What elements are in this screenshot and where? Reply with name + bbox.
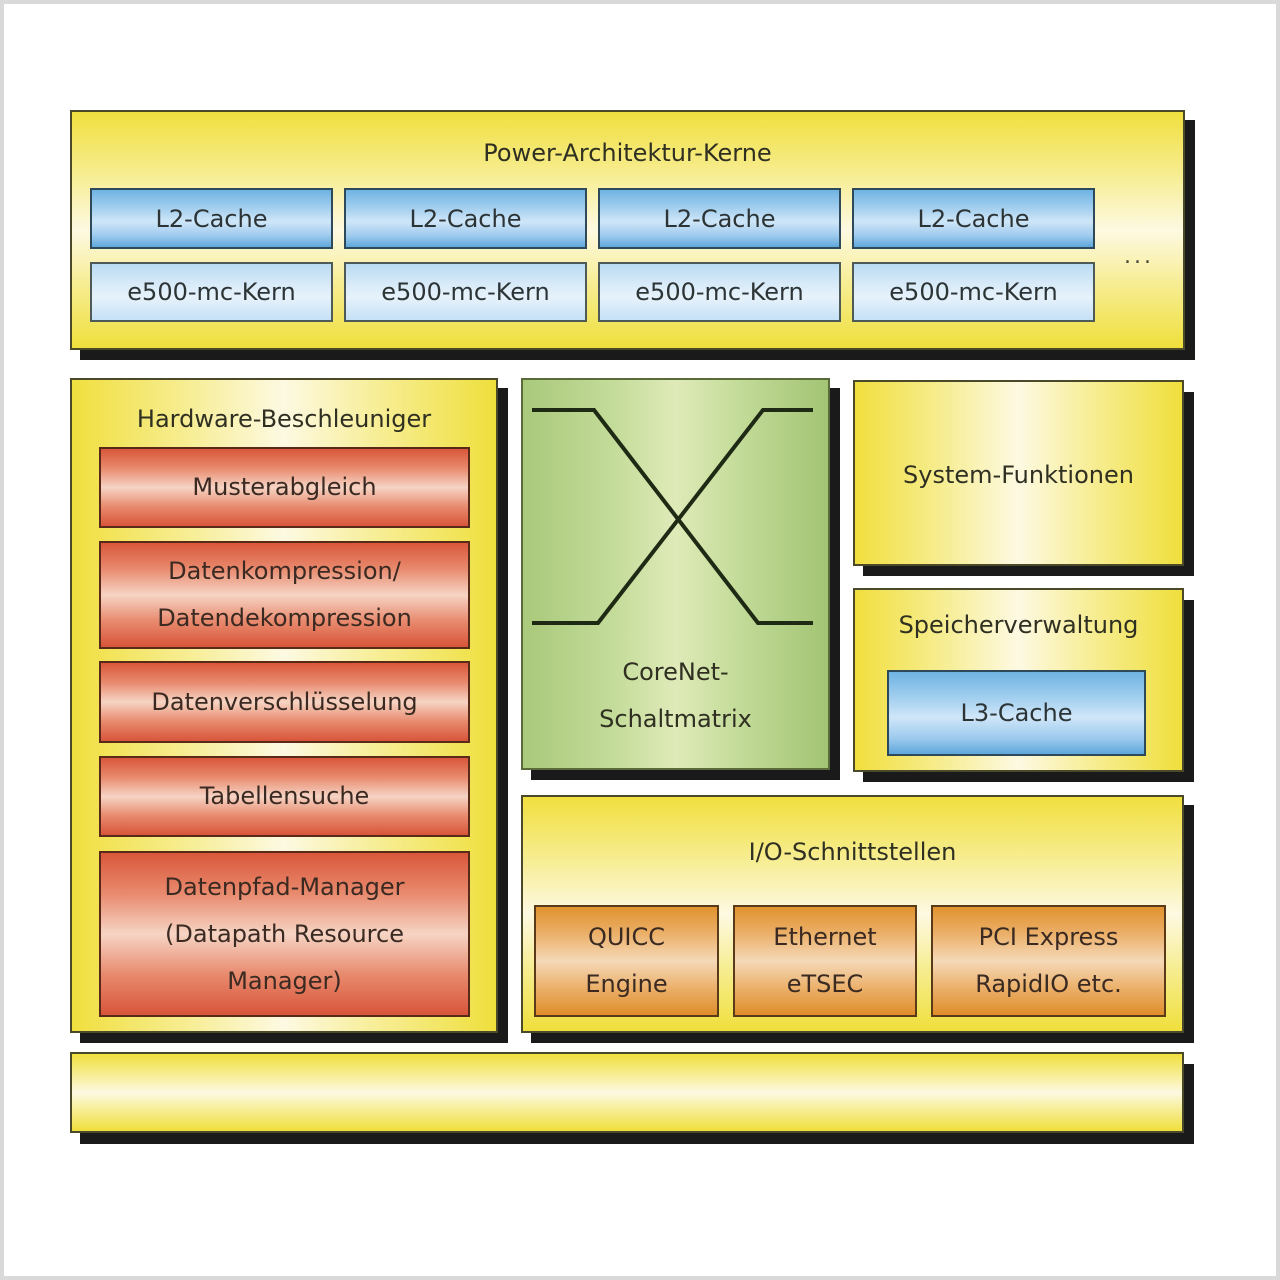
power-cores-title: Power-Architektur-Kerne [483,139,772,167]
crossbar-line-down [532,408,813,625]
ethernet-line2: eTSEC [786,970,864,998]
pci-express-line2: RapidIO etc. [975,970,1122,998]
table-lookup-label: Tabellensuche [199,782,370,810]
corenet-label-line2: Schaltmatrix [599,705,752,733]
crossbar-switch-icon [532,408,813,625]
l2-cache-2: L2-Cache [344,188,587,249]
corenet-label-line1: CoreNet- [622,658,729,686]
l2-cache-3: L2-Cache [598,188,841,249]
pattern-matching-block: Musterabgleich [99,447,470,528]
datapath-manager-block: Datenpfad-Manager (Datapath Resource Man… [99,851,470,1017]
compression-label-line2: Datendekompression [157,604,412,632]
datapath-manager-line3: Manager) [227,966,342,995]
datapath-manager-line2: (Datapath Resource [165,919,404,948]
memory-management-title: Speicherverwaltung [898,611,1139,639]
l3-cache-block: L3-Cache [887,670,1146,756]
io-interfaces-title: I/O-Schnittstellen [748,838,957,866]
l2-cache-1: L2-Cache [90,188,333,249]
quicc-engine-line1: QUICC [587,923,666,951]
encryption-block: Datenverschlüsselung [99,661,470,743]
e500-core-1: e500-mc-Kern [90,262,333,322]
l2-cache-4: L2-Cache [852,188,1095,249]
crossbar-line-up [532,408,813,625]
e500-core-4: e500-mc-Kern [852,262,1095,322]
system-functions-title: System-Funktionen [903,461,1134,489]
datapath-manager-line1: Datenpfad-Manager [164,872,405,901]
compression-label-line1: Datenkompression/ [168,557,401,585]
corenet-switch-block: CoreNet- Schaltmatrix [521,378,830,770]
compression-block: Datenkompression/ Datendekompression [99,541,470,649]
hardware-accelerators-title: Hardware-Beschleuniger [136,405,432,433]
pci-express-block: PCI Express RapidIO etc. [931,905,1166,1017]
more-cores-ellipsis: ... [1124,244,1154,269]
ethernet-block: Ethernet eTSEC [733,905,917,1017]
e500-core-2: e500-mc-Kern [344,262,587,322]
e500-core-3: e500-mc-Kern [598,262,841,322]
quicc-engine-block: QUICC Engine [534,905,719,1017]
encryption-label: Datenverschlüsselung [151,687,418,716]
pci-express-line1: PCI Express [978,923,1119,951]
pattern-matching-label: Musterabgleich [192,473,377,501]
system-functions-block: System-Funktionen [853,380,1184,566]
bottom-bar-block [70,1052,1184,1133]
ethernet-line1: Ethernet [773,923,877,951]
table-lookup-block: Tabellensuche [99,756,470,837]
quicc-engine-line2: Engine [585,970,668,998]
